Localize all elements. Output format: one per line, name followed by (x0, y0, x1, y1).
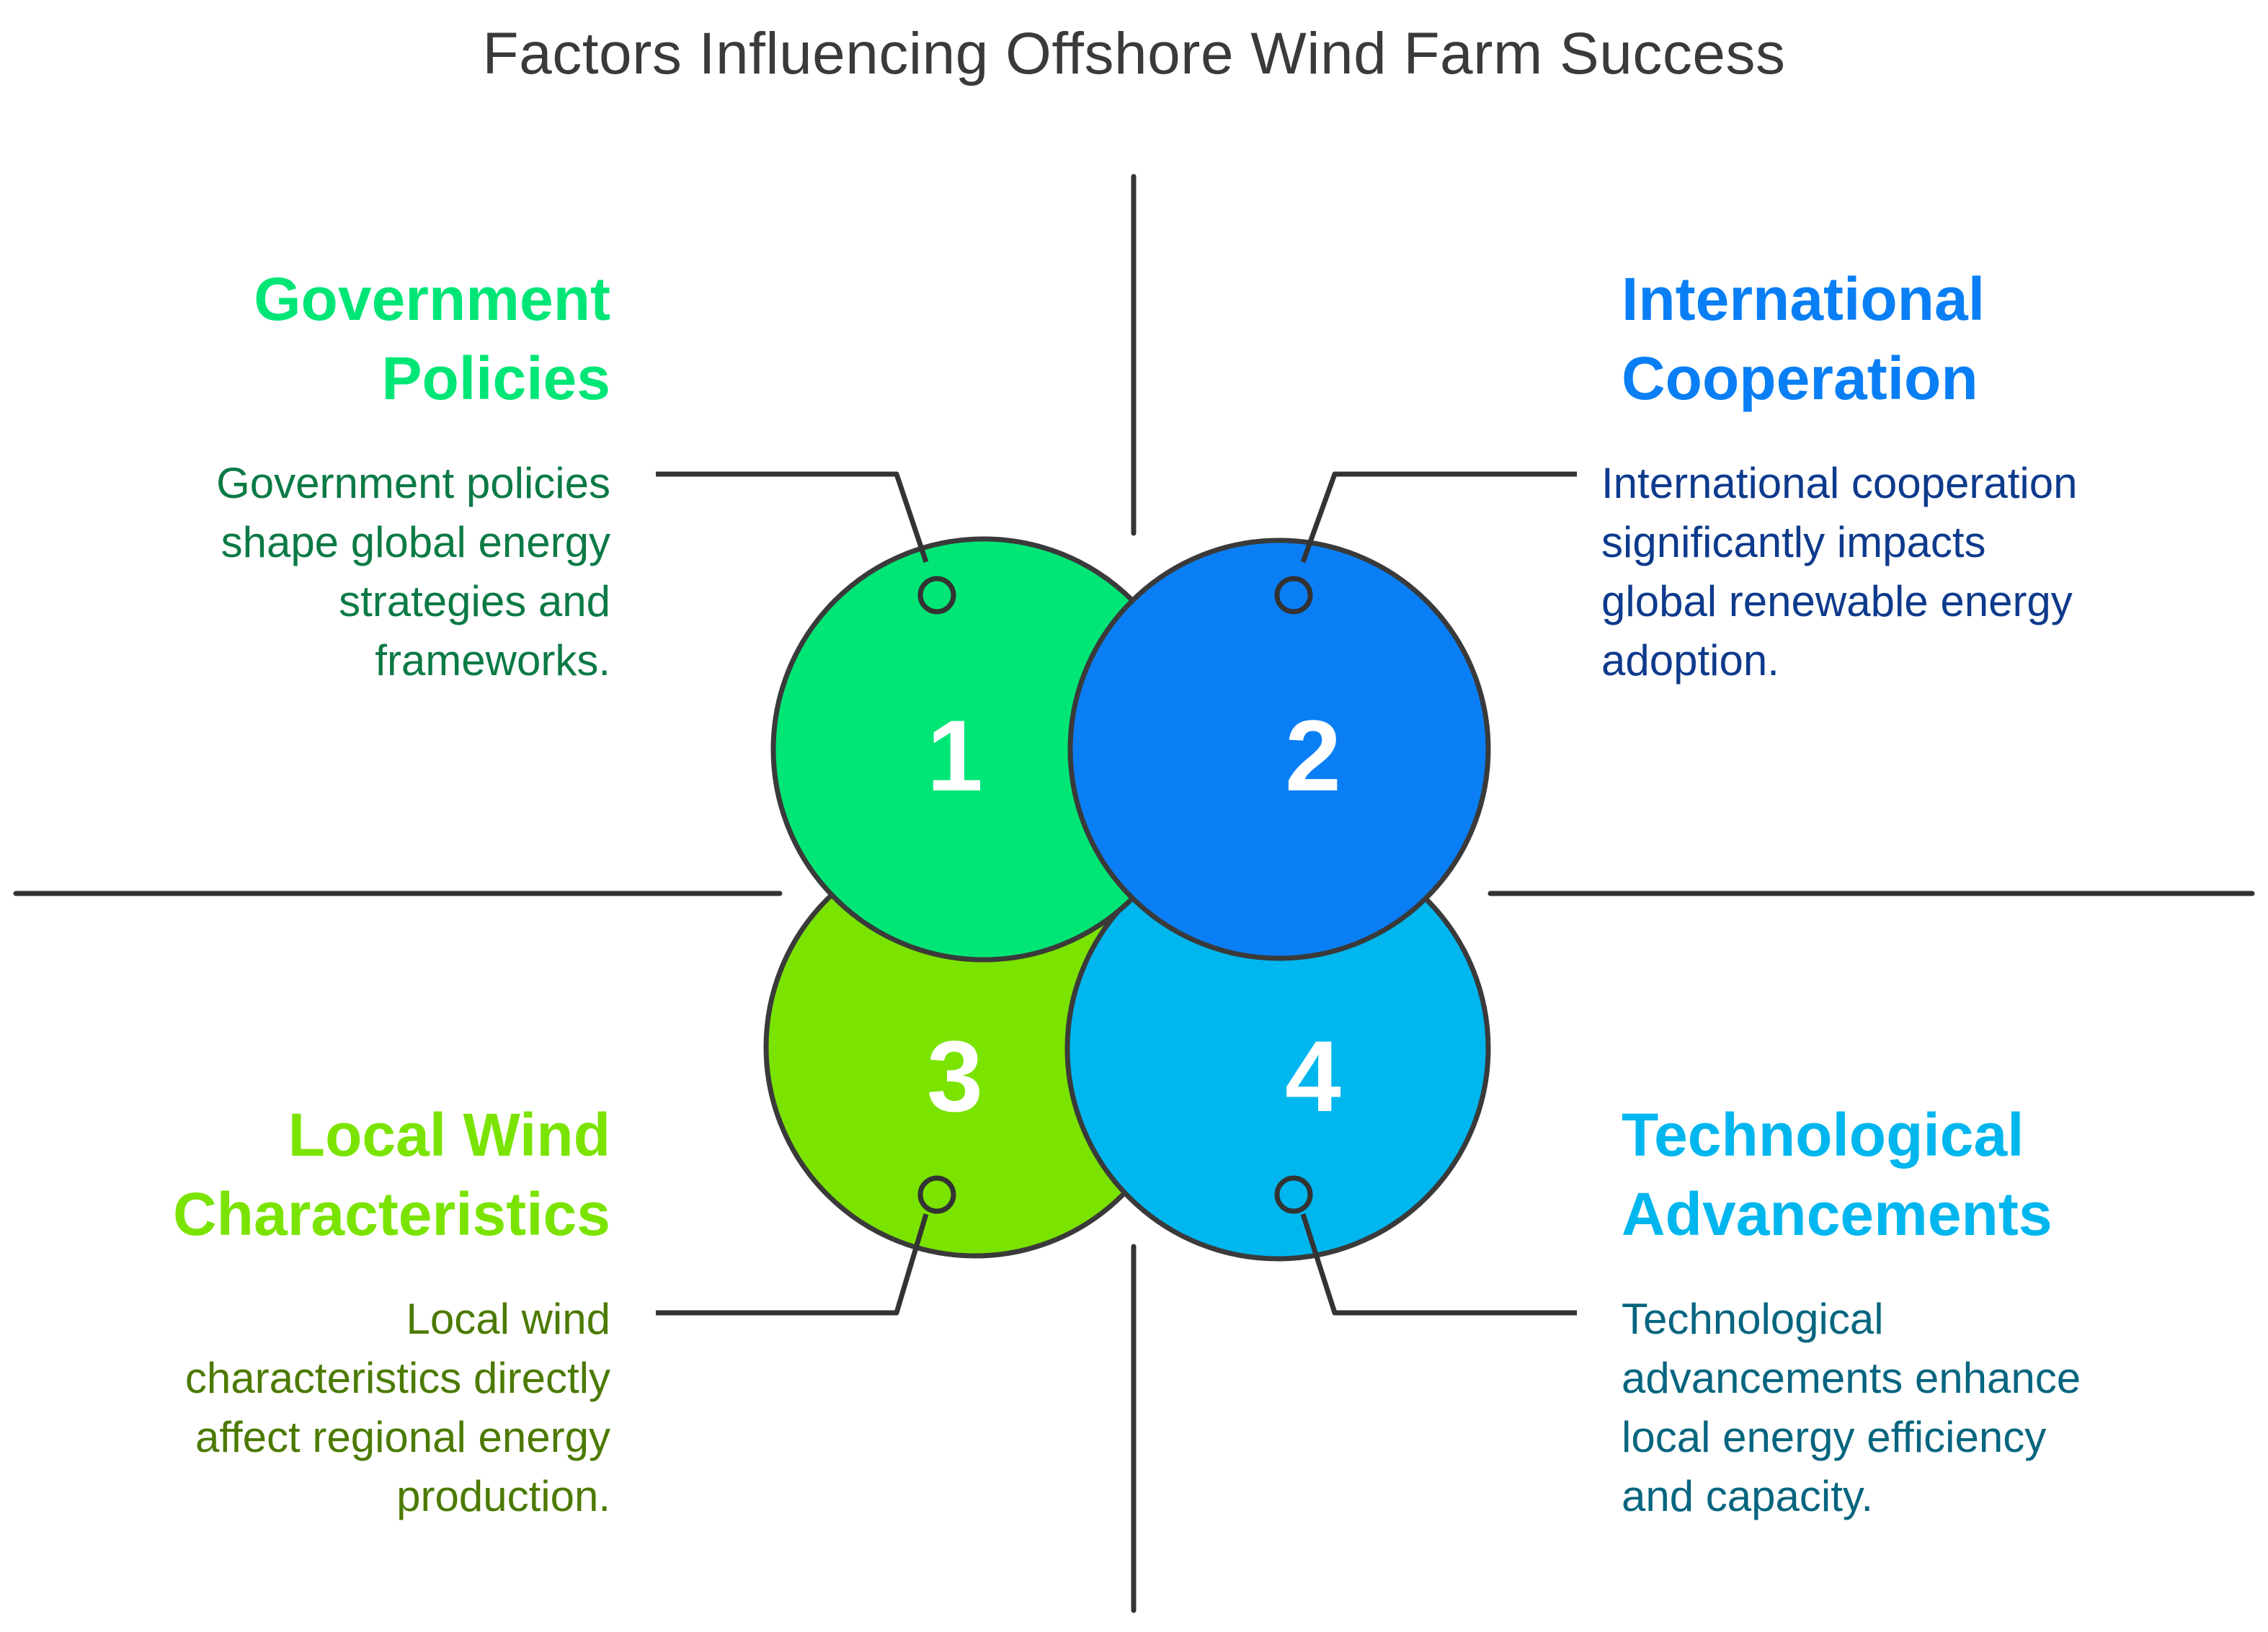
factor-heading-2: International Cooperation (1622, 265, 1985, 412)
factor-heading-3: Local Wind Characteristics (173, 1101, 610, 1248)
factor-number-1: 1 (927, 699, 983, 812)
factor-number-4: 4 (1285, 1020, 1341, 1133)
factor-heading-1: Government Policies (254, 265, 610, 412)
factor-number-3: 3 (927, 1020, 983, 1133)
connector-4 (1300, 1213, 1577, 1316)
connector-3 (656, 1213, 929, 1316)
connector-dot-3 (917, 1175, 956, 1214)
connector-1 (656, 471, 929, 563)
connector-dot-2 (1274, 576, 1313, 615)
factor-description-3: Local wind characteristics directly affe… (184, 1295, 610, 1520)
connector-2 (1300, 471, 1577, 563)
factor-description-1: Government policies shape global energy … (216, 459, 610, 685)
factor-heading-4: Technological Advancements (1622, 1101, 2053, 1248)
factor-circle-2 (1067, 538, 1491, 961)
factor-description-2: International cooperation significantly … (1601, 459, 2078, 685)
page-title: Factors Influencing Offshore Wind Farm S… (482, 21, 1786, 86)
connector-dot-4 (1274, 1175, 1313, 1214)
factor-description-4: Technological advancements enhance local… (1622, 1295, 2081, 1520)
factor-number-2: 2 (1285, 699, 1341, 812)
connector-dot-1 (917, 576, 956, 615)
